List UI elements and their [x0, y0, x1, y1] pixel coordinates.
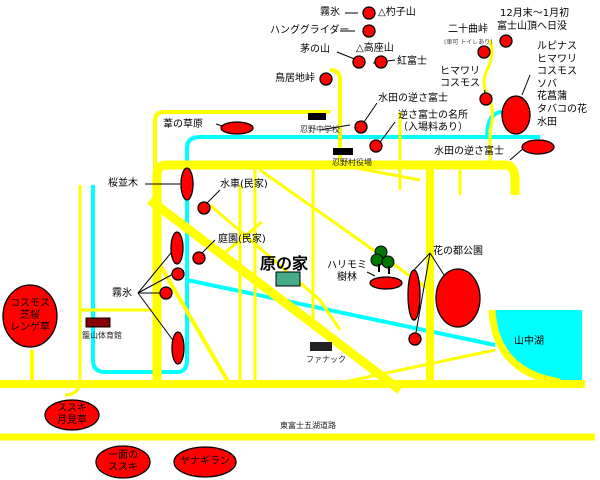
label-flower-list: ルピナス ヒマワリ コスモス ソバ 花菖蒲 タバコの花 水田	[537, 41, 587, 129]
flower-item: 花菖蒲	[537, 91, 567, 103]
flower-item: ソバ	[537, 78, 557, 90]
label-takazayama: △高座山	[356, 43, 394, 54]
flower-spots	[2, 6, 555, 479]
flower-item: タバコの花	[537, 103, 587, 115]
label-line: 芝桜	[20, 310, 40, 321]
label-sunset-2: 富士山頂へ日没	[497, 21, 567, 32]
label-sakura-namiki: 桜並木	[108, 178, 138, 189]
label-yamanakako: 山中湖	[514, 336, 544, 347]
label-muhyo: 霧氷	[320, 7, 340, 18]
label-nijumagari-toge: 二十曲峠	[448, 24, 488, 35]
flower-item: 水田	[537, 116, 557, 128]
label-line: コスモス	[440, 78, 480, 89]
spot-cosmos-shibazakura: コスモス芝桜レンゲ草	[3, 285, 57, 347]
flower-item: ルピナス	[537, 41, 577, 52]
label-toriichi-toge: 鳥居地峠	[275, 73, 315, 84]
spot-yanagiran: ヤナギラン	[180, 456, 230, 467]
label-oshino-jhs: 忍野中学校	[300, 125, 340, 134]
label-sunset-1: 12月末～1月初	[500, 8, 570, 19]
label-suiden-sakasa-fuji: 水田の逆さ富士	[378, 93, 448, 104]
label-ashi-no-kusahara: 葦の草原	[163, 119, 203, 130]
label-teien: 庭園(民家)	[218, 234, 266, 245]
label-line: ススキ	[57, 403, 87, 414]
label-line: コスモス	[10, 298, 50, 309]
flower-item: コスモス	[537, 66, 577, 78]
label-shakushiyama: △杓子山	[378, 7, 416, 18]
rivers	[91, 110, 540, 374]
label-beni-fuji: 紅富士	[397, 56, 427, 67]
label-suisha: 水車(民家)	[220, 179, 268, 190]
label-suiden-sakasa-fuji-2: 水田の逆さ富士	[434, 146, 504, 157]
label-hang-glider: ハンググライダー	[270, 25, 350, 36]
label-line: ハリモミ	[327, 260, 367, 271]
label-sakasa-meisho: 逆さ富士の名所	[398, 110, 468, 121]
roads	[0, 39, 595, 441]
label-line: レンゲ草	[10, 322, 50, 333]
leader-lines	[137, 12, 531, 344]
label-line: ヒマワリ	[440, 66, 480, 77]
label-line: 樹林	[337, 272, 357, 283]
label-fanuc: ファナック	[306, 355, 346, 364]
tree-icon	[370, 245, 395, 274]
label-hananomiyako-park: 花の都公園	[433, 246, 483, 257]
label-muhyo-left: 霧氷	[112, 288, 132, 299]
label-line: 月見草	[57, 415, 87, 426]
label-kagoyama-gym: 籠山体育館	[82, 331, 122, 340]
label-line: ススキ	[108, 462, 138, 473]
spot-susuki-tsukimisou: ススキ月見草	[45, 400, 99, 430]
flower-item: ヒマワリ	[537, 53, 577, 65]
label-nijumagari-note: (車可 トイレあり)	[444, 39, 493, 46]
label-harimomi: ハリモミ 樹林	[327, 260, 367, 284]
page-title: 原の家	[260, 254, 309, 273]
label-line: 一面の	[108, 450, 138, 461]
label-kaya-no-yama: 茅の山	[300, 44, 330, 55]
building-icons	[85, 113, 353, 351]
label-himawari-cosmos: ヒマワリ コスモス	[440, 66, 480, 90]
label-higashi-fuji-road: 東富士五湖道路	[280, 421, 336, 430]
spot-ichimen-susuki: 一面のススキ	[96, 446, 150, 478]
lake-yamanakako	[488, 309, 582, 386]
label-admission: （入場料あり）	[398, 122, 468, 133]
label-oshino-office: 忍野村役場	[332, 158, 372, 167]
